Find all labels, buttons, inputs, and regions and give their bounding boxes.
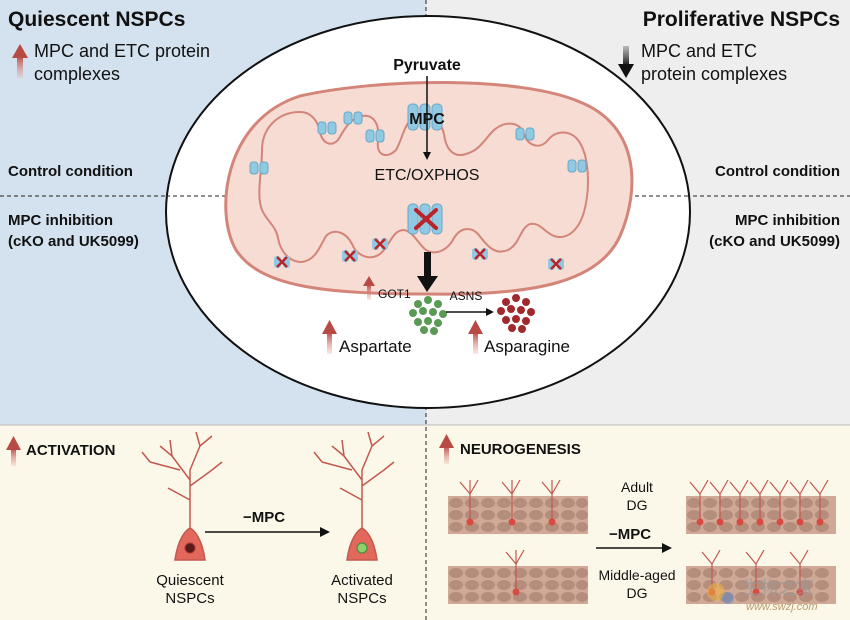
asparagine-up-arrow-icon [468,320,483,354]
mitochondrion-inner [258,110,589,264]
activation-arrowhead [320,527,330,537]
neurogenesis-up-arrow-icon [439,434,454,464]
quiescent-label1: Quiescent [156,572,224,589]
asns-label: ASNS [450,289,483,303]
mpc-label: MPC [409,111,445,128]
adult-dg-label1: Adult [621,479,653,495]
flux-arrowhead [417,276,438,292]
neurogenesis-arrow-label: −MPC [609,526,651,543]
right-panel-title: Proliferative NSPCs [643,8,840,31]
asparagine-cluster [497,294,535,333]
etc-label: ETC/OXPHOS [375,167,480,184]
activated-nucleus [356,542,368,554]
neurogenesis-arrowhead [662,543,672,553]
up-arrow-icon [12,44,28,78]
left-control-label: Control condition [8,163,133,180]
left-note-line2: complexes [34,64,120,84]
left-panel-title: Quiescent NSPCs [8,8,185,31]
left-inhibition-label2: (cKO and UK5099) [8,233,139,250]
watermark-url: www.swzj.com [746,601,818,613]
middle-aged-dg-label1: Middle-aged [598,567,675,583]
left-note-line1: MPC and ETC protein [34,41,210,61]
activated-label1: Activated [331,572,393,589]
inhibited-etc-icon [274,238,564,270]
right-note-line2: protein complexes [641,64,787,84]
right-note-line1: MPC and ETC [641,41,757,61]
pyruvate-arrowhead [423,152,431,160]
inhibited-mpc-icon [407,203,443,235]
asns-arrowhead [486,308,494,316]
got1-label: GOT1 [378,287,411,301]
aspartate-up-arrow-icon [322,320,337,354]
etc-complex-icon [249,111,587,175]
bottom-left-bg [0,425,426,620]
down-arrow-icon [618,46,634,78]
asparagine-label: Asparagine [484,337,570,356]
got1-up-arrow-icon [363,276,375,300]
adult-dg-tissue-result [686,479,836,534]
quiescent-nucleus [184,542,196,554]
left-inhibition-label1: MPC inhibition [8,212,113,229]
activation-up-arrow-icon [6,436,21,466]
neurogenesis-title: NEUROGENESIS [460,441,581,458]
right-control-label: Control condition [715,163,840,180]
activation-title: ACTIVATION [26,442,115,459]
quiescent-label2: NSPCs [165,590,214,607]
aspartate-cluster [409,296,447,335]
middle-aged-dg-tissue [448,549,588,604]
middle-aged-dg-label2: DG [627,585,648,601]
activation-arrow-label: −MPC [243,509,285,526]
adult-dg-tissue [448,479,588,534]
mpc-complex-icon [407,103,443,131]
pyruvate-label: Pyruvate [393,57,461,74]
right-inhibition-label2: (cKO and UK5099) [709,233,840,250]
flux-arrow-shaft [424,252,431,278]
watermark-text: 生物之家 [742,578,814,598]
right-inhibition-label1: MPC inhibition [735,212,840,229]
adult-dg-label2: DG [627,497,648,513]
activated-label2: NSPCs [337,590,386,607]
aspartate-label: Aspartate [339,337,412,356]
watermark: 生物之家 www.swzj.com [707,578,818,613]
